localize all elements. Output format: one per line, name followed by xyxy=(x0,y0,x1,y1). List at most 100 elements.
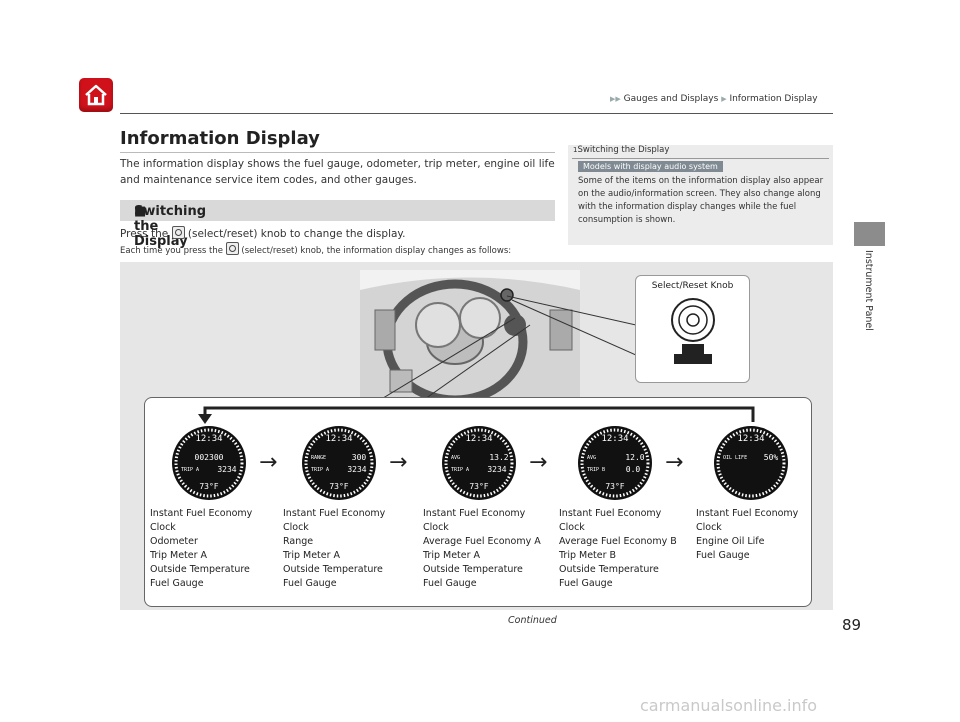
instruction-text: Press the (select/reset) knob to change … xyxy=(120,226,405,240)
gauge-item: Outside Temperature xyxy=(150,564,250,575)
trip-label: TRIP B xyxy=(587,467,605,473)
gauge-item: Fuel Gauge xyxy=(559,578,613,589)
clock-readout: 12:34 xyxy=(195,434,222,444)
header-divider xyxy=(120,113,833,114)
side-note-title-text: Switching the Display xyxy=(577,145,670,155)
temperature-readout: 73°F xyxy=(329,482,348,491)
callout-label: Select/Reset Knob xyxy=(651,281,734,291)
temperature-readout: 73°F xyxy=(605,482,624,491)
main-readout: 300 xyxy=(352,453,367,462)
main-label: OIL LIFE xyxy=(723,455,747,461)
temperature-readout: 73°F xyxy=(469,482,488,491)
side-note-divider xyxy=(572,158,829,159)
select-reset-knob-icon xyxy=(671,298,715,364)
gauge-item: Clock xyxy=(150,522,176,533)
trip-readout: 3234 xyxy=(347,465,366,474)
gauge-item: Instant Fuel Economy xyxy=(696,508,799,519)
gauge-item: Fuel Gauge xyxy=(423,578,477,589)
continued-label: Continued xyxy=(508,615,557,626)
arrow-right-icon: → xyxy=(389,450,408,475)
trip-readout: 3234 xyxy=(487,465,506,474)
trip-readout: 3234 xyxy=(217,465,236,474)
main-readout: 002300 xyxy=(195,453,224,462)
clock-readout: 12:34 xyxy=(601,434,628,444)
trip-readout: 0.0 xyxy=(626,465,641,474)
breadcrumb: ▶▶ Gauges and Displays ▶ Information Dis… xyxy=(610,94,818,104)
gauge-item: Instant Fuel Economy xyxy=(150,508,253,519)
trip-label: TRIP A xyxy=(311,467,329,473)
chapter-label-text: Instrument Panel xyxy=(863,250,874,331)
arrow-right-icon: → xyxy=(259,450,278,475)
chapter-label: Instrument Panel xyxy=(863,250,877,360)
breadcrumb-link-gauges[interactable]: Gauges and Displays xyxy=(623,94,719,104)
gauge-item: Fuel Gauge xyxy=(283,578,337,589)
gauge-item: Odometer xyxy=(150,536,198,547)
gauge-item: Average Fuel Economy A xyxy=(423,536,541,547)
knob-callout: Select/Reset Knob xyxy=(635,275,750,383)
home-button[interactable] xyxy=(79,78,113,112)
main-label: AVG xyxy=(587,455,596,461)
dashboard-illustration xyxy=(360,270,580,400)
gauge-item: Range xyxy=(283,536,314,547)
gauge-item: Outside Temperature xyxy=(559,564,659,575)
intro-paragraph: The information display shows the fuel g… xyxy=(120,158,555,186)
section-heading-text: Switching the Display xyxy=(134,204,207,249)
gauge-item: Clock xyxy=(696,522,722,533)
chevron-right-icon: ▶ xyxy=(721,95,727,103)
side-note-body: Some of the items on the information dis… xyxy=(578,176,824,225)
main-label: RANGE xyxy=(311,455,326,461)
page-title: Information Display xyxy=(120,128,320,149)
watermark: carmanualsonline.info xyxy=(640,696,818,715)
gauge-item: Instant Fuel Economy xyxy=(283,508,386,519)
arrow-right-icon: → xyxy=(529,450,548,475)
gauge-item: Trip Meter A xyxy=(423,550,481,561)
select-reset-knob-icon xyxy=(225,242,239,255)
gauge-item: Clock xyxy=(283,522,309,533)
loop-arrow-icon xyxy=(198,406,755,424)
chapter-tab[interactable] xyxy=(854,222,885,246)
trip-label: TRIP A xyxy=(451,467,469,473)
model-badge: Models with display audio system xyxy=(578,161,723,172)
sequence-caption: Each time you press the (select/reset) k… xyxy=(120,242,511,256)
trip-label: TRIP A xyxy=(181,467,199,473)
side-note: 1Switching the Display Models with displ… xyxy=(568,145,833,245)
chevron-right-icon: ▶▶ xyxy=(610,95,621,103)
gauge-item: Outside Temperature xyxy=(283,564,383,575)
main-label: AVG xyxy=(451,455,460,461)
home-icon xyxy=(85,84,107,106)
temperature-readout: 73°F xyxy=(199,482,218,491)
square-bullet-icon: ■ xyxy=(134,204,147,219)
reference-marker-icon: 1 xyxy=(573,146,578,154)
section-heading: ■Switching the Display xyxy=(120,200,555,249)
instruction-text-end: (select/reset) knob to change the displa… xyxy=(187,228,406,240)
gauge-item: Average Fuel Economy B xyxy=(559,536,677,547)
gauge-item: Clock xyxy=(559,522,585,533)
sequence-caption-start: Each time you press the xyxy=(120,246,224,256)
gauge-item: Outside Temperature xyxy=(423,564,523,575)
clock-readout: 12:34 xyxy=(325,434,352,444)
gauge-item: Clock xyxy=(423,522,449,533)
main-readout: 13.2 xyxy=(489,453,508,462)
gauge-item: Fuel Gauge xyxy=(150,578,204,589)
gauge-item: Fuel Gauge xyxy=(696,550,750,561)
clock-readout: 12:34 xyxy=(465,434,492,444)
page-number: 89 xyxy=(842,616,862,634)
gauge-item: Instant Fuel Economy xyxy=(423,508,526,519)
arrow-right-icon: → xyxy=(665,450,684,475)
main-readout: 12.0 xyxy=(625,453,644,462)
side-note-title: 1Switching the Display xyxy=(573,145,669,155)
title-divider xyxy=(120,152,555,153)
clock-readout: 12:34 xyxy=(737,434,764,444)
gauge-item: Trip Meter A xyxy=(150,550,208,561)
sequence-caption-end: (select/reset) knob, the information dis… xyxy=(241,246,512,256)
